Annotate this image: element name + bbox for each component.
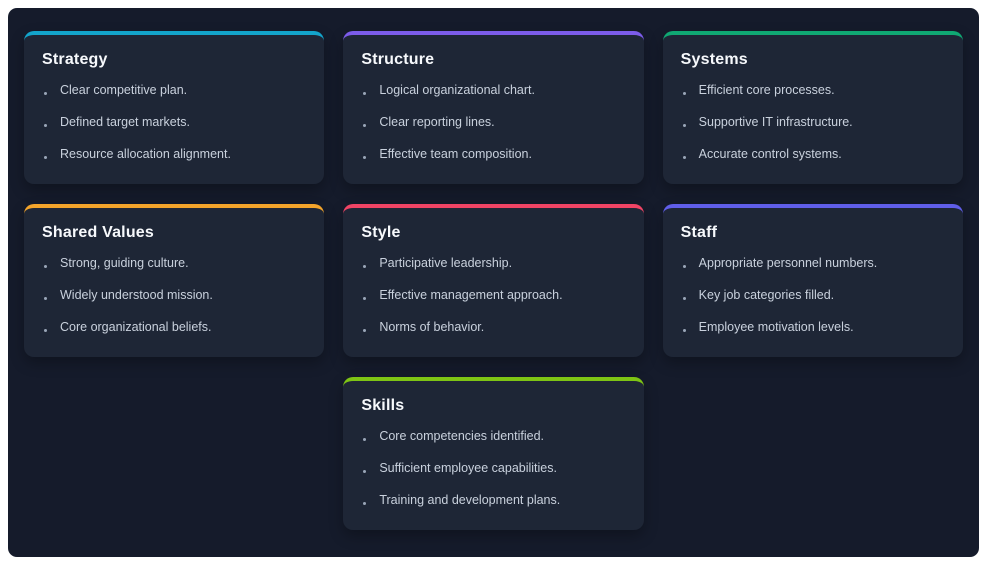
list-item-text: Core organizational beliefs. xyxy=(60,320,212,334)
card-title: Shared Values xyxy=(42,224,154,241)
list-item-text: Norms of behavior. xyxy=(379,320,485,334)
page-frame: Strategy Clear competitive plan. Defined… xyxy=(8,8,979,557)
list-item: Logical organizational chart. xyxy=(363,82,625,99)
bullet-icon xyxy=(44,124,47,127)
bullet-icon xyxy=(363,329,367,332)
list-item-text: Supportive IT infrastructure. xyxy=(698,115,853,129)
bullet-icon xyxy=(682,92,686,95)
list-item-text: Clear reporting lines. xyxy=(379,115,495,129)
bullet-icon xyxy=(363,265,367,268)
card-list: Appropriate personnel numbers. Key job c… xyxy=(681,255,945,336)
list-item-text: Defined target markets. xyxy=(60,115,190,129)
framework-card-systems: Systems Efficient core processes. Suppor… xyxy=(662,31,963,184)
list-item: Accurate control systems. xyxy=(682,146,945,163)
card-title: Strategy xyxy=(42,51,108,68)
bullet-icon xyxy=(44,297,47,300)
list-item: Supportive IT infrastructure. xyxy=(682,114,945,131)
list-item-text: Effective team composition. xyxy=(379,147,532,161)
bullet-icon xyxy=(44,92,47,95)
list-item-text: Efficient core processes. xyxy=(698,83,835,97)
list-item: Participative leadership. xyxy=(363,255,625,272)
list-item-text: Effective management approach. xyxy=(379,288,563,302)
card-title: Style xyxy=(361,224,401,241)
list-item: Effective team composition. xyxy=(363,146,625,163)
list-item: Effective management approach. xyxy=(363,287,625,304)
seven-s-board: Strategy Clear competitive plan. Defined… xyxy=(24,31,963,530)
list-item-text: Sufficient employee capabilities. xyxy=(379,461,557,475)
framework-card-shared-values: Shared Values Strong, guiding culture. W… xyxy=(24,204,325,357)
framework-card-strategy: Strategy Clear competitive plan. Defined… xyxy=(24,31,325,184)
list-item: Strong, guiding culture. xyxy=(44,255,306,272)
list-item: Defined target markets. xyxy=(44,114,306,131)
card-title: Structure xyxy=(361,51,435,68)
card-list: Logical organizational chart. Clear repo… xyxy=(361,82,625,163)
list-item: Resource allocation alignment. xyxy=(44,146,306,163)
framework-card-structure: Structure Logical organizational chart. … xyxy=(343,31,644,184)
list-item-text: Accurate control systems. xyxy=(698,147,842,161)
card-list: Participative leadership. Effective mana… xyxy=(361,255,625,336)
bullet-icon xyxy=(682,329,686,332)
bullet-icon xyxy=(682,265,686,268)
list-item-text: Strong, guiding culture. xyxy=(60,256,189,270)
list-item-text: Logical organizational chart. xyxy=(379,83,535,97)
list-item-text: Appropriate personnel numbers. xyxy=(698,256,878,270)
bullet-icon xyxy=(363,502,367,505)
bullet-icon xyxy=(44,156,47,159)
list-item: Sufficient employee capabilities. xyxy=(363,460,625,477)
list-item: Key job categories filled. xyxy=(682,287,945,304)
bullet-icon xyxy=(363,470,367,473)
bullet-icon xyxy=(363,92,367,95)
list-item-text: Widely understood mission. xyxy=(60,288,213,302)
list-item: Appropriate personnel numbers. xyxy=(682,255,945,272)
card-title: Systems xyxy=(680,51,748,68)
card-title: Skills xyxy=(361,397,405,414)
list-item: Clear competitive plan. xyxy=(44,82,306,99)
list-item-text: Participative leadership. xyxy=(379,256,513,270)
list-item: Employee motivation levels. xyxy=(682,319,945,336)
bullet-icon xyxy=(363,297,367,300)
card-list: Clear competitive plan. Defined target m… xyxy=(42,82,306,163)
list-item: Core organizational beliefs. xyxy=(44,319,306,336)
list-item-text: Clear competitive plan. xyxy=(60,83,188,97)
list-item: Widely understood mission. xyxy=(44,287,306,304)
bullet-icon xyxy=(44,265,47,268)
card-list: Core competencies identified. Sufficient… xyxy=(361,428,625,509)
list-item: Norms of behavior. xyxy=(363,319,625,336)
list-item-text: Employee motivation levels. xyxy=(698,320,854,334)
framework-card-style: Style Participative leadership. Effectiv… xyxy=(343,204,644,357)
card-list: Efficient core processes. Supportive IT … xyxy=(681,82,945,163)
list-item: Training and development plans. xyxy=(363,492,625,509)
list-item-text: Key job categories filled. xyxy=(698,288,835,302)
framework-card-skills: Skills Core competencies identified. Suf… xyxy=(343,377,644,530)
bullet-icon xyxy=(682,124,686,127)
list-item: Efficient core processes. xyxy=(682,82,945,99)
card-list: Strong, guiding culture. Widely understo… xyxy=(42,255,306,336)
bullet-icon xyxy=(363,124,367,127)
card-title: Staff xyxy=(680,224,718,241)
bullet-icon xyxy=(682,297,686,300)
bullet-icon xyxy=(363,156,367,159)
list-item: Core competencies identified. xyxy=(363,428,625,445)
framework-card-staff: Staff Appropriate personnel numbers. Key… xyxy=(662,204,963,357)
bullet-icon xyxy=(44,329,47,332)
list-item: Clear reporting lines. xyxy=(363,114,625,131)
bullet-icon xyxy=(363,438,367,441)
list-item-text: Training and development plans. xyxy=(379,493,561,507)
bullet-icon xyxy=(682,156,686,159)
list-item-text: Core competencies identified. xyxy=(379,429,545,443)
list-item-text: Resource allocation alignment. xyxy=(60,147,231,161)
